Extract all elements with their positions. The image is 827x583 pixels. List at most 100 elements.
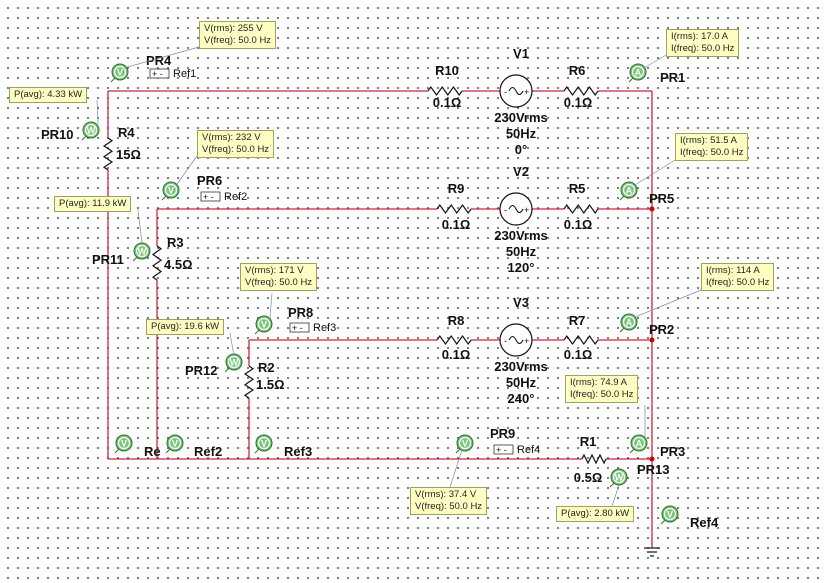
resistor-label-r4: R4 <box>118 125 135 140</box>
pr9-vfreq: V(freq): 50.0 Hz <box>415 501 483 512</box>
pr2-ifreq: I(freq): 50.0 Hz <box>706 277 770 288</box>
voltage-probe-ref4[interactable]: V <box>660 505 679 525</box>
power-probe-pr13[interactable]: W <box>609 468 628 488</box>
ac-source-2[interactable]: -+ <box>499 192 533 226</box>
current-probe-pr5[interactable]: A <box>619 181 638 201</box>
resistor-r10[interactable] <box>427 85 463 97</box>
voltage-probe-pr4[interactable]: V <box>110 63 129 83</box>
current-probe-pr1[interactable]: A <box>628 63 647 83</box>
pr9-vrms: V(rms): 37.4 V <box>415 489 477 500</box>
resistor-r9[interactable] <box>436 203 472 215</box>
resistor-r8[interactable] <box>436 334 472 346</box>
resistor-r6[interactable] <box>563 85 599 97</box>
ref-marker-ref2[interactable]: + -Ref2 <box>200 191 247 203</box>
voltage-probe-icon: V <box>172 439 178 449</box>
voltage-probe-ref-left[interactable]: V <box>114 434 133 454</box>
probe-lead <box>455 448 461 454</box>
ac-source-1[interactable]: -+ <box>499 74 533 108</box>
ac-source-3[interactable]: -+ <box>499 323 533 357</box>
ref-marker-ref3[interactable]: + -Ref3 <box>289 322 336 334</box>
resistor-r3[interactable] <box>151 245 163 281</box>
source-1-frequency: 50Hz <box>506 126 537 141</box>
minus-sign: - <box>504 87 507 97</box>
voltage-probe-icon: V <box>261 439 267 449</box>
probe-lead <box>619 195 625 201</box>
probe-ring <box>117 436 131 450</box>
probe-label-pr10: PR10 <box>41 127 74 142</box>
probe-ring <box>168 436 182 450</box>
probe-label-pr1: PR1 <box>660 70 685 85</box>
resistor-r4[interactable] <box>102 137 114 171</box>
resistor-r5[interactable] <box>563 203 599 215</box>
power-probe-icon: W <box>87 126 96 136</box>
current-probe-icon: A <box>636 439 643 449</box>
resistor-value-r8: 0.1Ω <box>442 347 471 362</box>
ref-marker-ref4[interactable]: + -Ref4 <box>493 444 540 456</box>
current-probe-pr3[interactable]: A <box>629 434 648 454</box>
leader-line <box>229 332 235 357</box>
pr13-pavg: P(avg): 2.80 kW <box>561 508 630 519</box>
pr8-vrms: V(rms): 171 V <box>245 265 304 276</box>
resistor-r7[interactable] <box>563 334 599 346</box>
leader-line <box>123 46 200 69</box>
junction-nodes <box>649 206 655 462</box>
sine-icon <box>508 204 524 214</box>
probe-ring <box>622 183 636 197</box>
ref-label-ref2: Ref2 <box>224 191 247 203</box>
ref-plus-minus: + - <box>496 445 507 455</box>
pr3-readout: I(rms): 74.9 A I(freq): 50.0 Hz <box>565 375 639 403</box>
pr8-readout: V(rms): 171 V V(freq): 50.0 Hz <box>240 263 318 291</box>
current-probe-pr2[interactable]: A <box>619 313 638 333</box>
resistor-label-r9: R9 <box>448 181 465 196</box>
probe-ring <box>135 244 149 258</box>
leader-line <box>634 289 702 318</box>
pr4-vrms: V(rms): 255 V <box>204 23 263 34</box>
voltage-probe-pr8[interactable]: V <box>254 315 273 335</box>
pr9-readout: V(rms): 37.4 V V(freq): 50.0 Hz <box>410 487 488 515</box>
pr5-readout: I(rms): 51.5 A I(freq): 50.0 Hz <box>675 133 749 161</box>
leader-line <box>176 155 198 185</box>
probe-lead <box>114 448 120 454</box>
ref-label-bottom-ref3: Ref3 <box>284 444 312 459</box>
power-probe-pr10[interactable]: W <box>81 121 100 141</box>
ref-label-ref1: Ref1 <box>173 68 196 80</box>
pr4-readout: V(rms): 255 V V(freq): 50.0 Hz <box>199 21 277 49</box>
resistor-label-r1: R1 <box>580 434 597 449</box>
resistor-value-r3: 4.5Ω <box>164 257 193 272</box>
voltage-probe-icon: V <box>117 68 123 78</box>
probe-label-pr6: PR6 <box>197 173 222 188</box>
ref-label-bottom-ref4: Ref4 <box>690 515 719 530</box>
ref-marker-ref1[interactable]: + -Ref1 <box>149 68 196 80</box>
pr10-pavg: P(avg): 4.33 kW <box>14 89 83 100</box>
leader-line <box>137 209 143 244</box>
pr5-ifreq: I(freq): 50.0 Hz <box>680 147 744 158</box>
resistor-r2[interactable] <box>243 365 255 399</box>
resistor-label-r5: R5 <box>569 181 586 196</box>
source-1-phase: 0° <box>515 142 527 157</box>
probe-ring <box>84 123 98 137</box>
voltage-probe-ref2[interactable]: V <box>165 434 184 454</box>
voltage-probe-pr9[interactable]: V <box>455 434 474 454</box>
probe-ring <box>632 436 646 450</box>
voltage-probe-pr6[interactable]: V <box>161 181 180 201</box>
probe-lead <box>609 482 615 488</box>
pr6-vrms: V(rms): 232 V <box>202 132 261 143</box>
power-probe-pr12[interactable]: W <box>224 353 243 373</box>
power-probe-icon: W <box>615 473 624 483</box>
ref-box-icon <box>289 322 310 333</box>
minus-sign: - <box>504 205 507 215</box>
power-probe-pr11[interactable]: W <box>132 242 151 262</box>
voltage-probe-icon: V <box>261 320 267 330</box>
pr12-pavg: P(avg): 19.6 kW <box>151 321 220 332</box>
power-probe-icon: W <box>230 358 239 368</box>
resistor-r1[interactable] <box>581 453 607 465</box>
probe-ring <box>622 315 636 329</box>
source-2-frequency: 50Hz <box>506 244 537 259</box>
components: -+ -+ -+ <box>102 74 607 465</box>
labels: V1230Vrms50Hz0°V2230Vrms50Hz120°V3230Vrm… <box>41 46 719 530</box>
probe-lead <box>254 329 260 335</box>
current-probe-icon: A <box>635 68 642 78</box>
source-1-name: V1 <box>513 46 529 61</box>
voltage-probe-ref3[interactable]: V <box>254 434 273 454</box>
current-probe-icon: A <box>626 318 633 328</box>
